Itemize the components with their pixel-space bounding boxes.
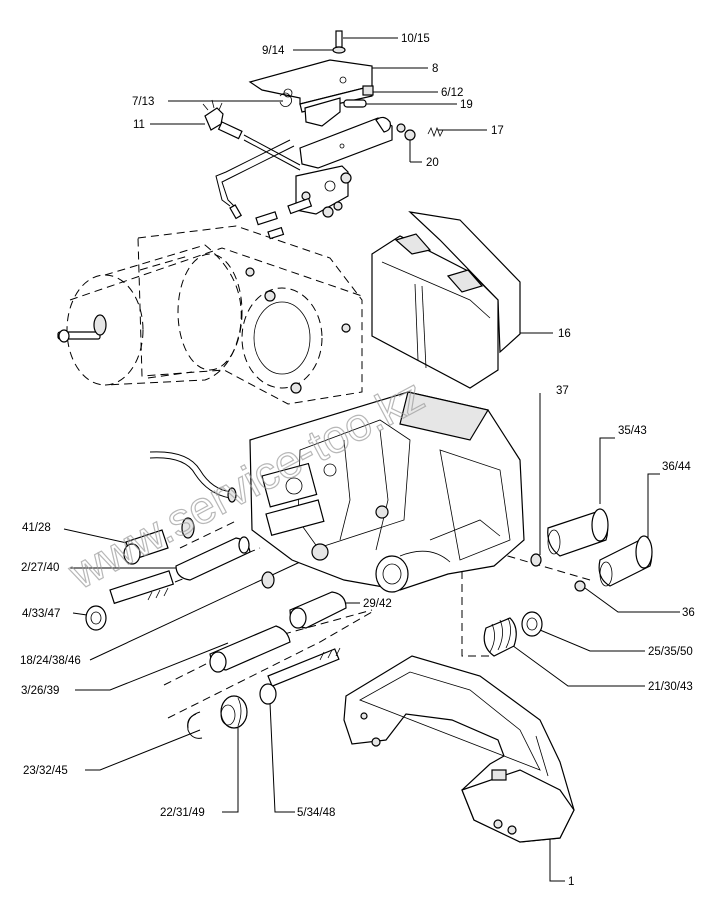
callout-label: 18/24/38/46 xyxy=(20,655,81,667)
callout-label: 21/30/43 xyxy=(648,681,693,693)
adjuster-lever-assembly xyxy=(202,30,444,240)
callout-label: 5/34/48 xyxy=(297,807,335,819)
callout-label: 29/42 xyxy=(363,598,392,610)
callout-label: 11 xyxy=(133,119,145,131)
carrier-bracket xyxy=(343,655,575,843)
callout-label: 3/26/39 xyxy=(21,685,59,697)
callout-label: 7/13 xyxy=(132,96,154,108)
callout-label: 10/15 xyxy=(401,33,430,45)
callout-label: 25/35/50 xyxy=(648,646,693,658)
callout-labels: 10/15 9/14 8 6/12 7/13 19 11 17 20 16 37… xyxy=(20,33,695,888)
callout-label: 22/31/49 xyxy=(160,807,205,819)
wear-sensor-cable xyxy=(149,451,237,503)
callout-label: 36 xyxy=(682,607,695,619)
callout-label: 37 xyxy=(556,385,569,397)
callout-label: 4/33/47 xyxy=(22,608,60,620)
brake-pads xyxy=(371,211,521,389)
callout-label: 41/28 xyxy=(22,522,51,534)
callout-label: 8 xyxy=(432,63,438,75)
callout-label: 9/14 xyxy=(262,45,285,57)
callout-label: 19 xyxy=(460,99,473,111)
callout-label: 6/12 xyxy=(441,87,463,99)
callout-label: 2/27/40 xyxy=(21,562,59,574)
leader-lines xyxy=(63,37,680,882)
callout-label: 23/32/45 xyxy=(23,765,68,777)
guide-pin-parts xyxy=(85,517,347,739)
brake-chamber xyxy=(57,244,351,394)
callout-label: 20 xyxy=(426,157,439,169)
callout-label: 16 xyxy=(558,328,571,340)
piston-boots xyxy=(483,508,653,657)
caliper-housing xyxy=(249,391,525,593)
callout-label: 35/43 xyxy=(618,425,647,437)
callout-label: 1 xyxy=(568,876,574,888)
callout-label: 36/44 xyxy=(662,461,691,473)
callout-label: 17 xyxy=(491,125,504,137)
